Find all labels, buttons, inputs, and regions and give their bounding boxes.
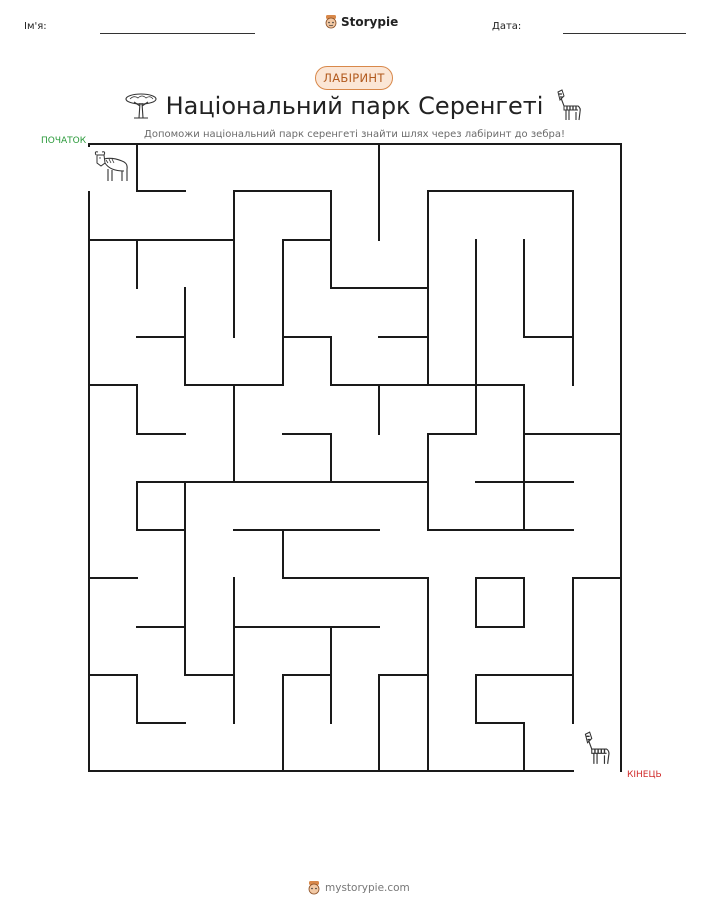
end-label: КІНЕЦЬ [627,770,662,780]
name-line[interactable] [100,33,255,34]
zebra-icon [557,89,581,121]
maze-badge: ЛАБІРИНТ [315,66,393,90]
storypie-logo-icon [325,15,337,29]
footer: mystorypie.com [307,880,410,896]
wildebeest-icon [94,151,128,181]
page-title: Національний парк Серенгеті [165,92,544,120]
footer-site: mystorypie.com [325,882,410,894]
acacia-tree-icon [125,93,157,119]
name-label: Ім'я: [24,21,47,32]
date-label: Дата: [492,21,522,32]
brand-logo: Storypie [324,14,398,30]
date-line[interactable] [563,33,686,34]
start-label: ПОЧАТОК [41,136,87,146]
storypie-logo-icon [308,881,320,895]
brand-name: Storypie [341,15,399,29]
zebra-icon [584,731,610,764]
instructions: Допоможи національний парк серенгеті зна… [144,129,565,140]
